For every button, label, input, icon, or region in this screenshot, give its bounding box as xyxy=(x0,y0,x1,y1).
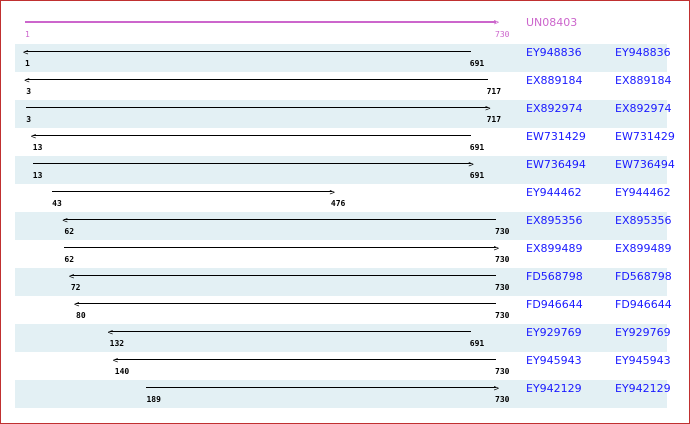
hit-bar: < xyxy=(74,300,496,310)
start-position: 72 xyxy=(70,283,81,292)
hit-bar: > xyxy=(52,188,335,198)
end-position: 730 xyxy=(495,227,510,236)
hit-link-secondary[interactable]: EX899489 xyxy=(615,242,672,255)
hit-bar: < xyxy=(108,328,471,338)
hit-row: >43 476 EY944462 EY944462 xyxy=(15,184,671,212)
hit-bar: < xyxy=(24,76,488,86)
start-position: 189 xyxy=(146,395,161,404)
hit-link[interactable]: EY945943 xyxy=(526,354,582,367)
start-position: 62 xyxy=(64,255,75,264)
hit-bar: < xyxy=(62,216,496,226)
start-position: 132 xyxy=(109,339,125,348)
start-position: 3 xyxy=(26,115,32,124)
hit-bar: > xyxy=(26,104,491,114)
hit-row: <72 730 FD568798 FD568798 xyxy=(15,268,672,296)
arrow-right-icon: > xyxy=(493,244,499,254)
hit-link[interactable]: EX899489 xyxy=(526,242,583,255)
end-position: 730 xyxy=(495,255,510,264)
hit-link[interactable]: EY944462 xyxy=(526,186,582,199)
start-position: 80 xyxy=(76,311,86,320)
start-position: 140 xyxy=(114,367,130,376)
query-bar: > xyxy=(25,18,499,28)
hit-link[interactable]: EX895356 xyxy=(526,214,583,227)
start-position: 1 xyxy=(25,30,30,39)
hit-bar: < xyxy=(23,48,471,58)
end-position: 691 xyxy=(469,171,485,180)
arrow-right-icon: > xyxy=(493,18,499,28)
end-position: 730 xyxy=(495,395,510,404)
hit-link[interactable]: EW731429 xyxy=(526,130,586,143)
start-position: 13 xyxy=(32,171,43,180)
hit-link[interactable]: EX892974 xyxy=(526,102,583,115)
start-position: 43 xyxy=(52,199,62,208)
hit-link[interactable]: FD946644 xyxy=(526,298,583,311)
end-position: 730 xyxy=(495,367,510,376)
arrow-left-icon: < xyxy=(62,216,68,226)
hit-row: <80 730 FD946644 FD946644 xyxy=(15,296,672,324)
end-position: 717 xyxy=(486,87,502,96)
hit-link-secondary[interactable]: EY942129 xyxy=(615,382,671,395)
hit-row: >13 691 EW736494 EW736494 xyxy=(15,156,675,184)
hit-link-secondary[interactable]: EY929769 xyxy=(615,326,671,339)
hit-link[interactable]: FD568798 xyxy=(526,270,583,283)
arrow-right-icon: > xyxy=(468,160,474,170)
end-position: 691 xyxy=(469,143,485,152)
hit-bar: > xyxy=(146,384,499,394)
start-position: 3 xyxy=(26,87,32,96)
arrow-left-icon: < xyxy=(107,328,114,338)
start-position: 1 xyxy=(25,59,30,68)
hit-link-secondary[interactable]: EX892974 xyxy=(615,102,672,115)
hit-link[interactable]: EW736494 xyxy=(526,158,586,171)
hit-row: >62 730 EX899489 EX899489 xyxy=(15,240,671,268)
hit-row: <3 717 EX889184 EX889184 xyxy=(15,72,671,100)
arrow-left-icon: < xyxy=(23,48,29,58)
hit-link-secondary[interactable]: FD946644 xyxy=(615,298,672,311)
hit-link-secondary[interactable]: EW731429 xyxy=(615,130,675,143)
hit-link[interactable]: EX889184 xyxy=(526,74,583,87)
end-position: 730 xyxy=(495,311,510,320)
query-row: >1 730 UN08403 xyxy=(15,15,667,43)
hit-link-secondary[interactable]: EY945943 xyxy=(615,354,671,367)
arrow-left-icon: < xyxy=(74,300,80,310)
query-id: UN08403 xyxy=(526,16,578,29)
hit-link-secondary[interactable]: EX889184 xyxy=(615,74,672,87)
end-position: 717 xyxy=(486,115,502,124)
start-position: 62 xyxy=(64,227,75,236)
hit-link-secondary[interactable]: EW736494 xyxy=(615,158,675,171)
hit-link[interactable]: EY929769 xyxy=(526,326,582,339)
hit-link-secondary[interactable]: EX895356 xyxy=(615,214,672,227)
hit-bar: < xyxy=(113,356,496,366)
end-position: 730 xyxy=(495,283,510,292)
hit-row: <13 691 EW731429 EW731429 xyxy=(15,128,675,156)
hit-row: <140 730 EY945943 EY945943 xyxy=(15,352,671,380)
arrow-left-icon: < xyxy=(24,76,30,86)
hit-link[interactable]: EY948836 xyxy=(526,46,582,59)
hit-link-secondary[interactable]: EY944462 xyxy=(615,186,671,199)
hit-link-secondary[interactable]: EY948836 xyxy=(615,46,671,59)
start-position: 13 xyxy=(32,143,43,152)
hit-bar: > xyxy=(64,244,499,254)
hit-row: >189 730 EY942129 EY942129 xyxy=(15,380,671,408)
arrow-left-icon: < xyxy=(112,356,119,366)
end-position: 476 xyxy=(330,199,346,208)
hit-link-secondary[interactable]: FD568798 xyxy=(615,270,672,283)
end-position: 691 xyxy=(469,339,485,348)
arrow-right-icon: > xyxy=(485,104,491,114)
hit-row: <1 691 EY948836 EY948836 xyxy=(15,44,671,72)
end-position: 691 xyxy=(469,59,485,68)
hit-row: <132 691 EY929769 EY929769 xyxy=(15,324,671,352)
arrow-right-icon: > xyxy=(329,188,335,198)
hit-bar: < xyxy=(69,272,496,282)
hit-link[interactable]: EY942129 xyxy=(526,382,582,395)
hit-row: <62 730 EX895356 EX895356 xyxy=(15,212,671,240)
arrow-left-icon: < xyxy=(68,272,75,282)
arrow-right-icon: > xyxy=(493,384,499,394)
hit-bar: < xyxy=(31,132,471,142)
end-position: 730 xyxy=(495,30,510,39)
hit-row: >3 717 EX892974 EX892974 xyxy=(15,100,671,128)
arrow-left-icon: < xyxy=(30,132,37,142)
hit-bar: > xyxy=(32,160,474,170)
